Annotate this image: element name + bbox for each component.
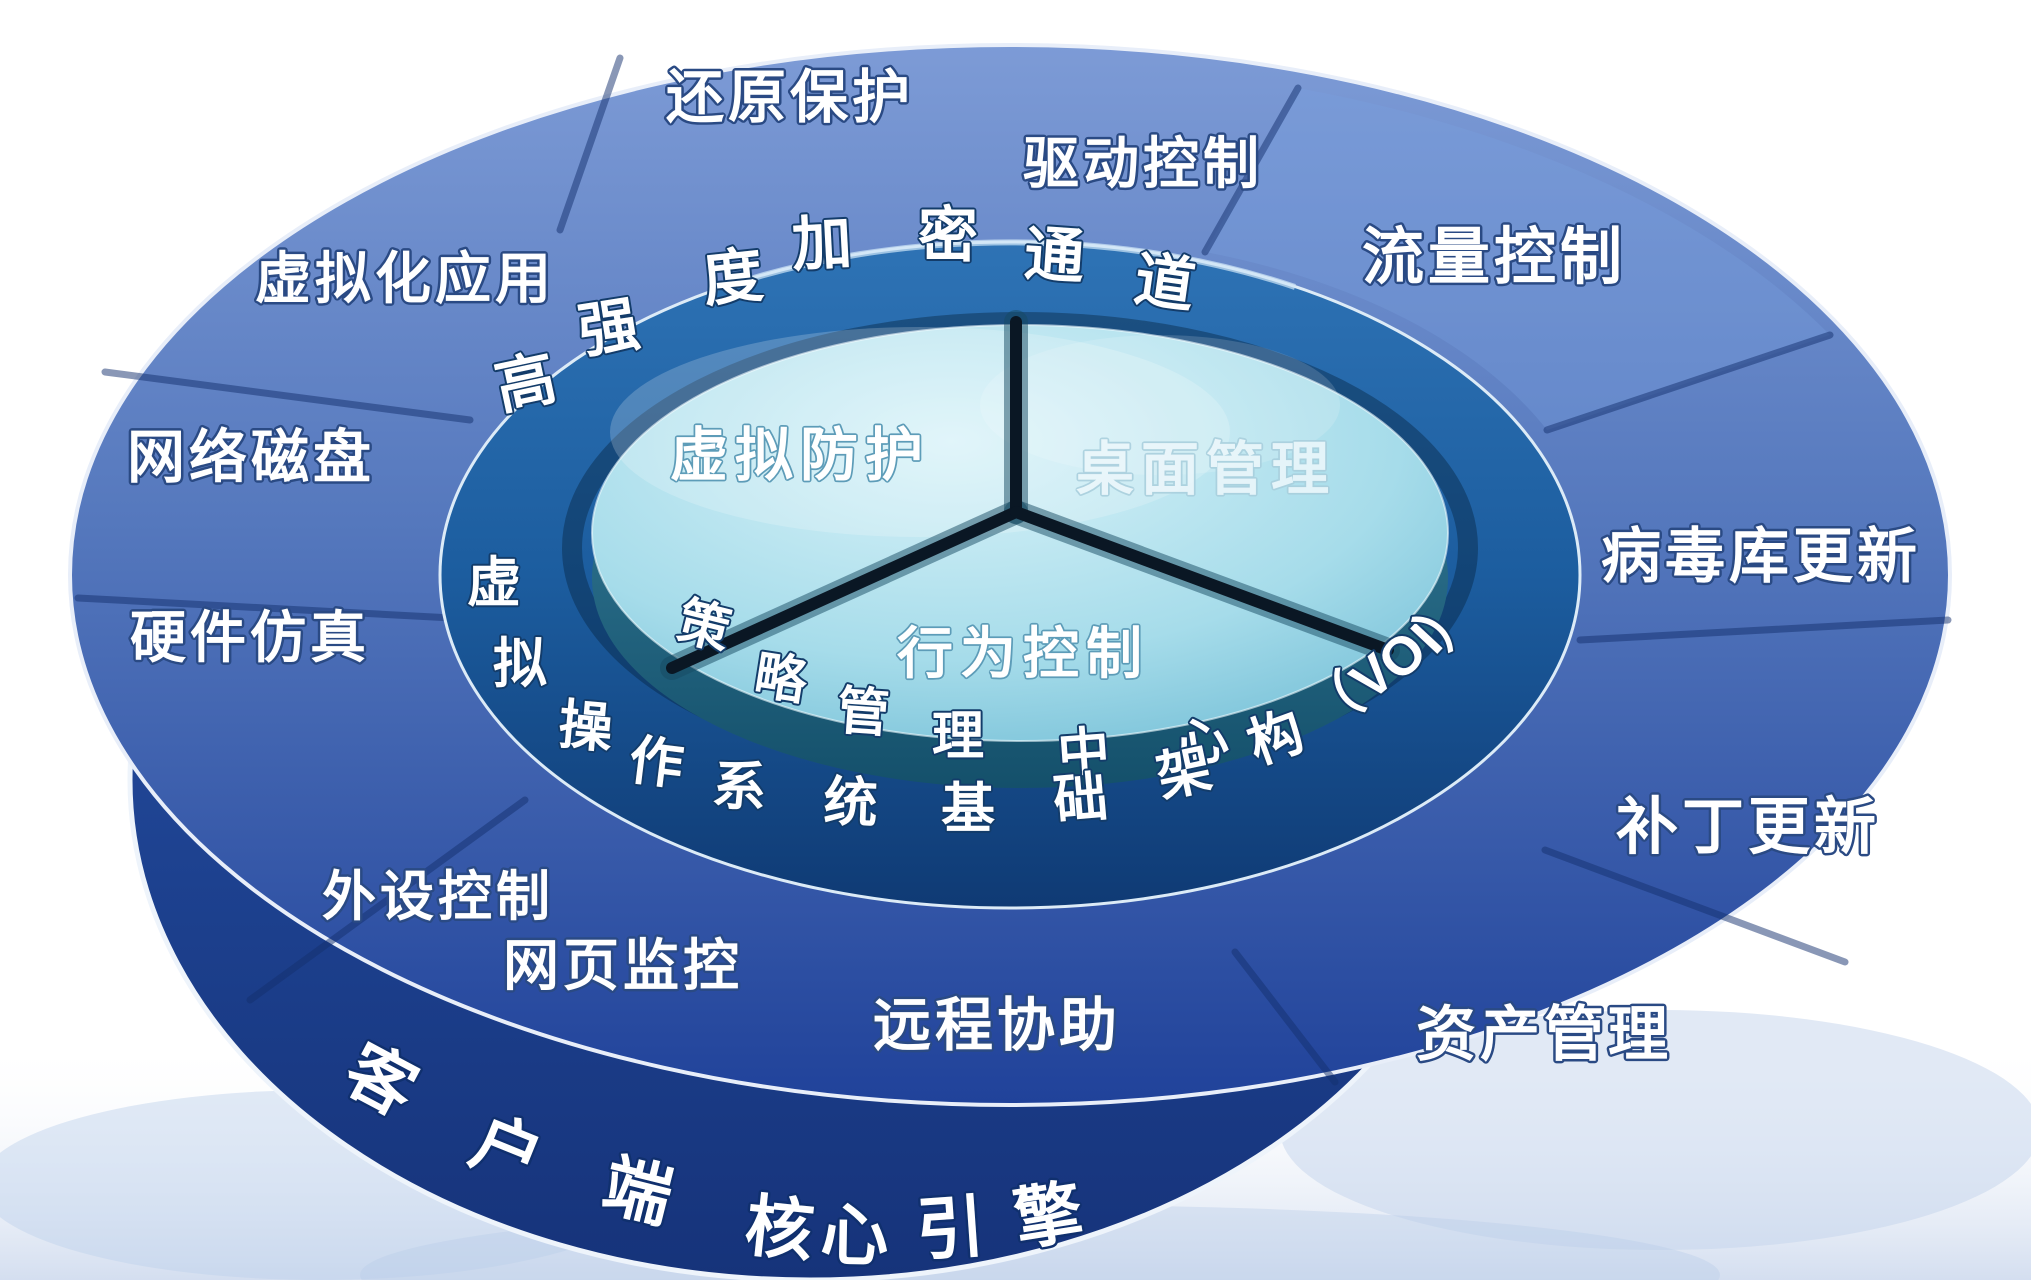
arc-char: 操 — [556, 695, 615, 759]
outer-label-remote-assistance: 远程协助 — [873, 993, 1121, 1058]
middle-ring-top-sheen — [724, 239, 1296, 290]
policy-center-arc: 策 略 管 理 中 心 — [670, 590, 1235, 786]
divider-right-branch — [1010, 506, 1394, 656]
arc-char: 理 — [932, 708, 984, 766]
outer-ring-highlight-segment — [1205, 88, 1830, 430]
outer-label-hardware-emulation: 硬件仿真 — [130, 606, 370, 669]
band-char: 擎 — [1009, 1173, 1088, 1259]
arc-char: 础 — [1051, 767, 1110, 831]
band-char: 心 — [820, 1197, 889, 1274]
core-label-behavior-control: 行为控制 — [897, 622, 1149, 685]
segment-divider-y — [660, 310, 1400, 680]
core-disc: 虚拟防护 桌面管理 行为控制 — [591, 310, 1449, 788]
arc-char: 通 — [1022, 220, 1087, 291]
outer-label-asset-management: 资产管理 — [1416, 1001, 1672, 1068]
arc-char: 强 — [574, 290, 644, 366]
divider-left-branch — [666, 506, 1022, 674]
arc-char: 度 — [700, 241, 767, 314]
arc-char: 管 — [835, 682, 891, 743]
arc-char: 虚 — [467, 553, 521, 613]
disc-specular-highlight-2 — [980, 335, 1340, 475]
arc-char: 略 — [750, 646, 811, 712]
outer-label-peripheral-control: 外设控制 — [322, 867, 554, 927]
arc-char: 道 — [1130, 245, 1199, 320]
arc-char: 密 — [918, 202, 978, 269]
outer-label-virtualization-app: 虚拟化应用 — [255, 247, 555, 310]
outer-label-patch-update: 补丁更新 — [1616, 793, 1880, 862]
outer-label-web-monitoring: 网页监控 — [503, 934, 743, 997]
outer-label-restore-protection: 还原保护 — [666, 65, 914, 130]
arc-char: 统 — [823, 772, 879, 834]
outer-ring-labels: 还原保护 驱动控制 流量控制 病毒库更新 补丁更新 资产管理 远程协助 网页监控… — [124, 63, 1921, 1071]
arc-char: 作 — [626, 730, 687, 796]
outer-label-driver-control: 驱动控制 — [1023, 132, 1263, 195]
outer-label-traffic-control: 流量控制 — [1362, 223, 1626, 292]
segment-seams — [74, 54, 1952, 1086]
arc-char: 加 — [790, 209, 853, 279]
band-char: 引 — [914, 1189, 987, 1270]
outer-label-virus-db-update: 病毒库更新 — [1601, 523, 1921, 590]
reflection-glow-right — [1280, 1010, 2031, 1250]
disc-specular-highlight — [610, 327, 1230, 537]
outer-label-network-disk: 网络磁盘 — [127, 425, 375, 490]
arc-char: 基 — [941, 779, 995, 839]
band-char: 核 — [742, 1188, 818, 1271]
arc-char: 心 — [1172, 710, 1232, 775]
core-label-virtual-protection: 虚拟防护 — [670, 423, 930, 488]
arc-char: 拟 — [493, 634, 547, 694]
encrypted-channel-arc: 高 强 度 加 密 通 道 — [487, 200, 1201, 424]
arc-char: 系 — [710, 755, 769, 819]
arc-char: 中 — [1056, 722, 1112, 783]
core-label-desktop-management: 桌面管理 — [1076, 437, 1336, 502]
